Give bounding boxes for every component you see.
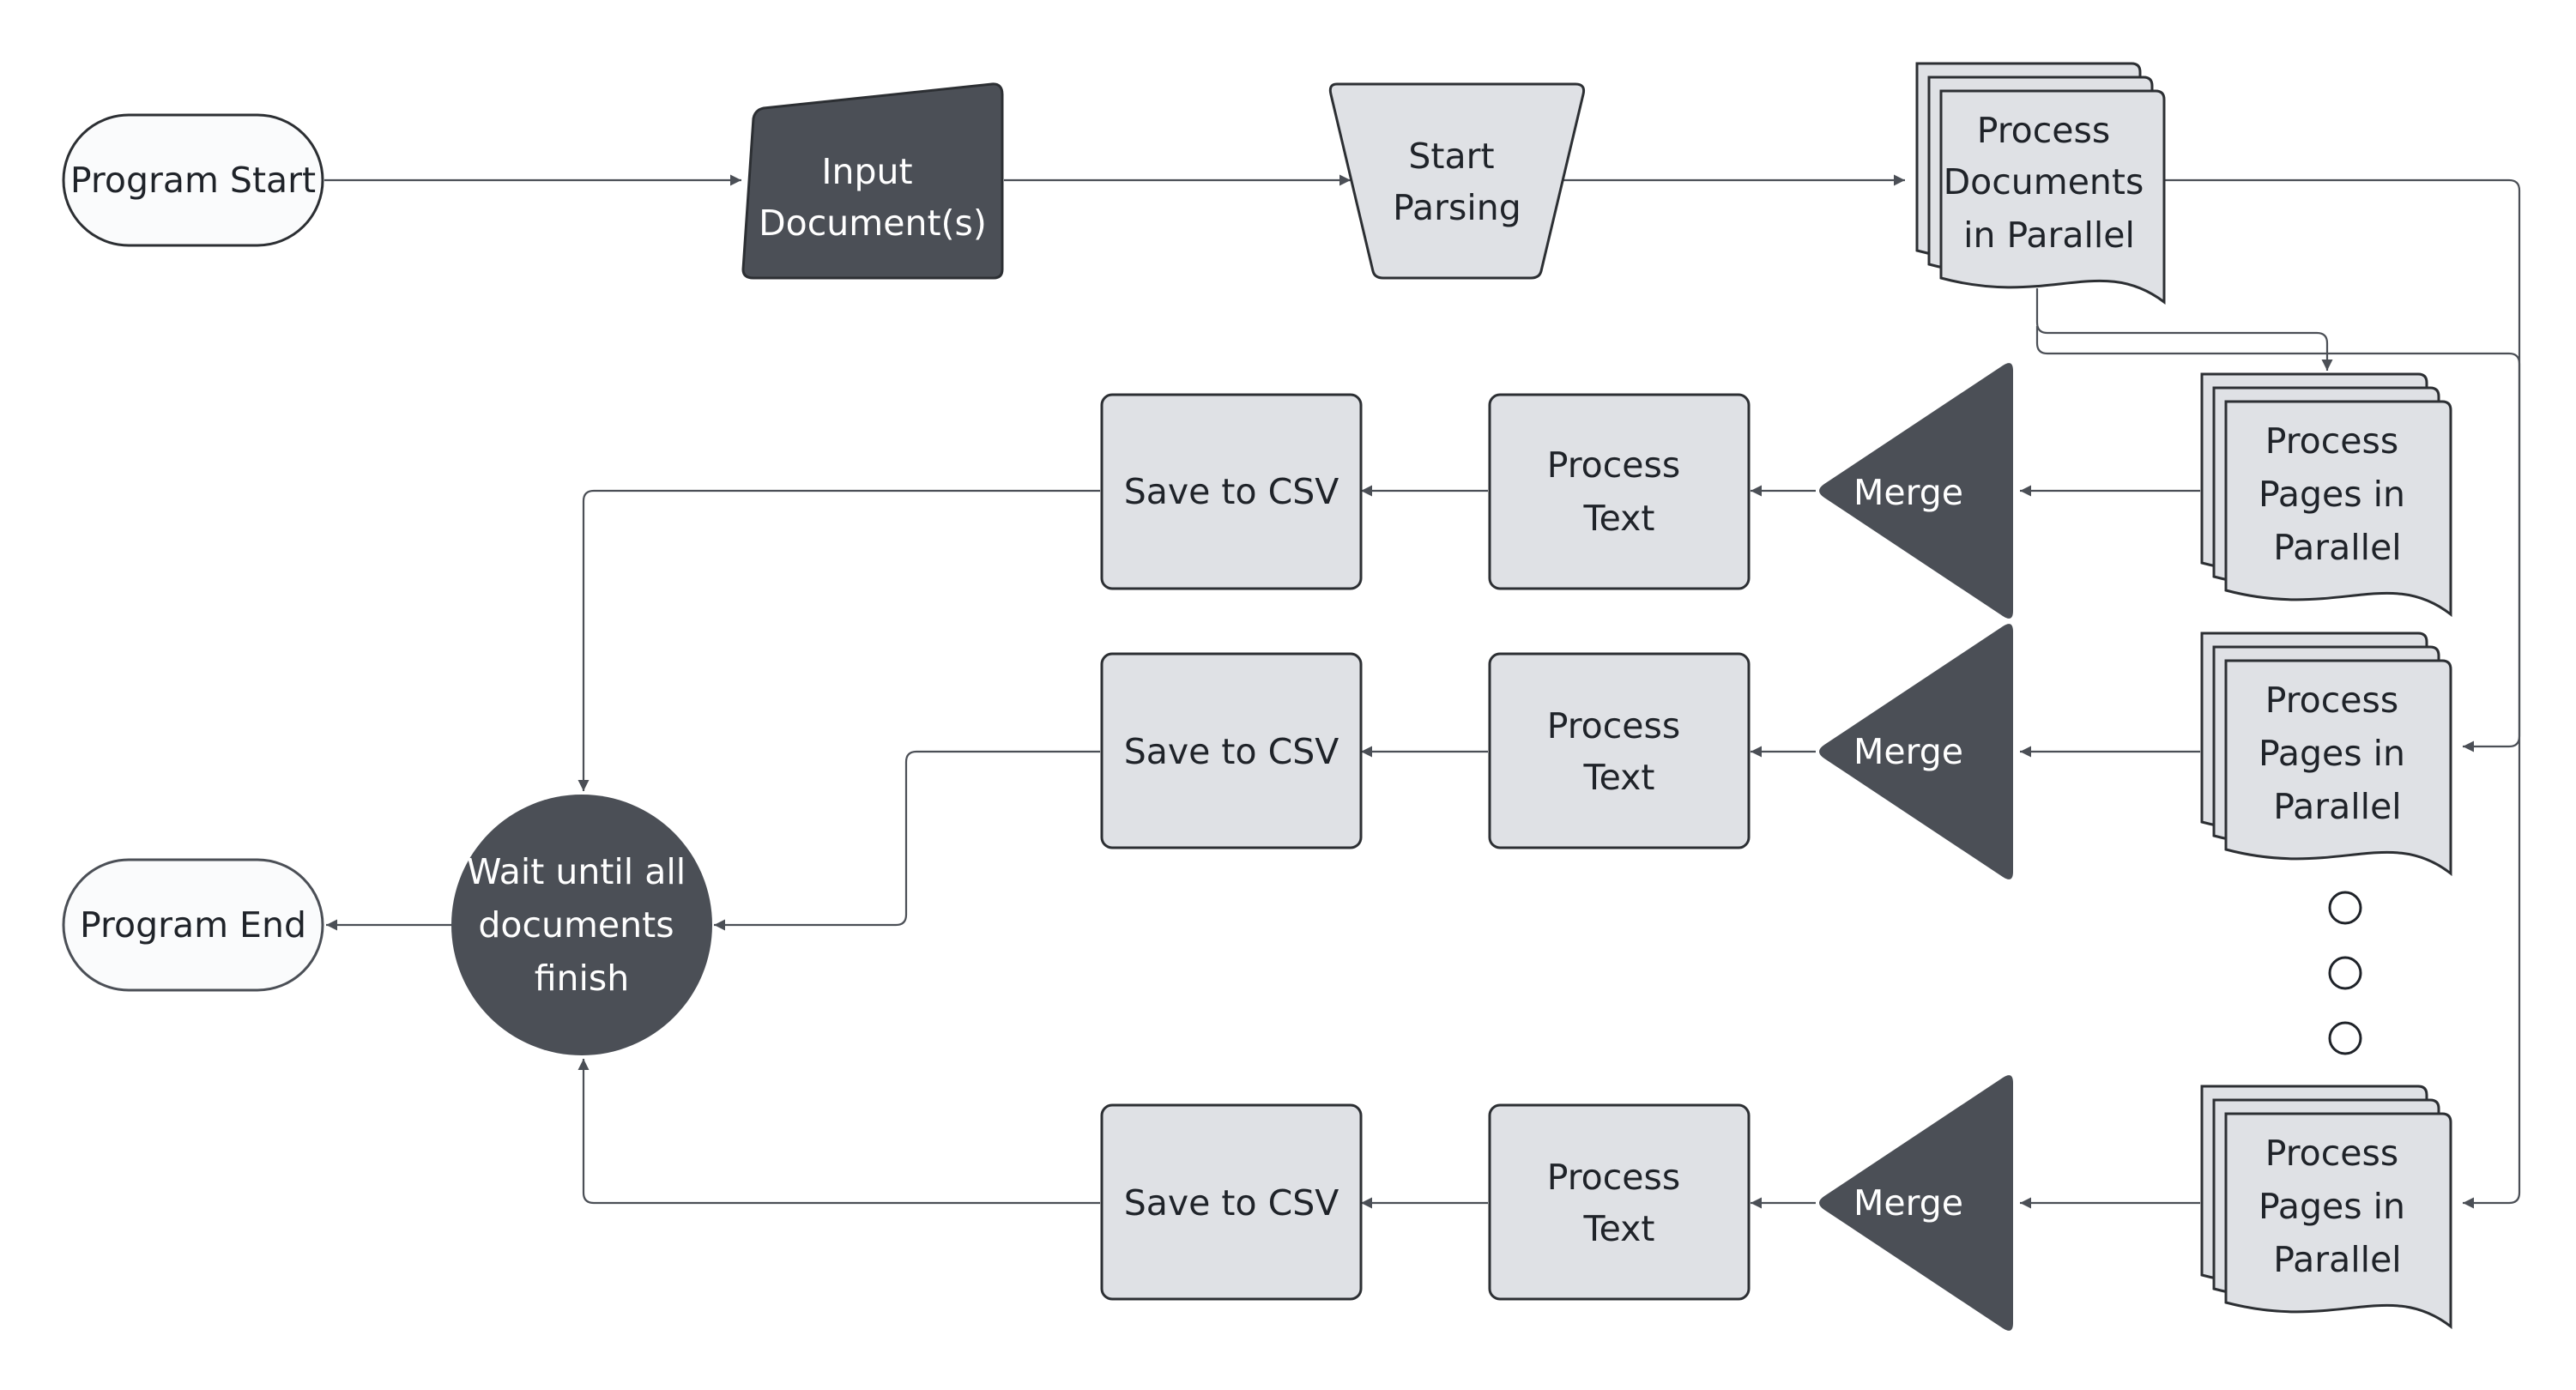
ellipsis-dot <box>2328 956 2362 990</box>
process-pages-label-2: Process Pages in Parallel <box>2259 680 2416 827</box>
edge-documents-to-pages-3 <box>2035 326 2521 1209</box>
wait-node[interactable]: Wait until all documents finish <box>451 795 712 1055</box>
save-csv-node-3[interactable]: Save to CSV <box>1100 1103 1363 1301</box>
process-text-node-2[interactable]: Process Text <box>1488 652 1751 849</box>
input-documents-node[interactable]: Input Document(s) <box>741 82 1004 280</box>
program-end-node[interactable]: Program End <box>62 858 324 992</box>
more-rows-ellipsis <box>2328 891 2362 1055</box>
merge-label-3: Merge <box>1853 1182 1963 1224</box>
merge-node-1[interactable]: Merge <box>1819 363 2013 619</box>
program-start-node[interactable]: Program Start <box>62 113 324 247</box>
program-end-label: Program End <box>80 904 306 946</box>
merge-label-1: Merge <box>1853 472 1963 513</box>
start-parsing-node[interactable]: Start Parsing <box>1328 82 1586 280</box>
program-start-label: Program Start <box>70 160 316 201</box>
process-text-label-1: Process Text <box>1547 444 1692 539</box>
input-documents-label: Input Document(s) <box>759 151 987 244</box>
process-pages-node-1[interactable]: Process Pages in Parallel <box>2200 372 2452 618</box>
process-text-label-3: Process Text <box>1547 1157 1692 1249</box>
process-documents-label: Process Documents in Parallel <box>1944 110 2156 256</box>
process-pages-node-2[interactable]: Process Pages in Parallel <box>2200 632 2452 877</box>
process-pages-label-3: Process Pages in Parallel <box>2259 1133 2416 1280</box>
process-pages-label-1: Process Pages in Parallel <box>2259 420 2416 568</box>
process-text-node-1[interactable]: Process Text <box>1488 393 1751 590</box>
edge-save-2-to-wait <box>714 750 1100 931</box>
save-csv-label-2: Save to CSV <box>1124 731 1339 772</box>
start-parsing-label: Start Parsing <box>1393 136 1521 228</box>
edge-save-1-to-wait <box>577 489 1100 791</box>
wait-label: Wait until all documents finish <box>467 851 697 999</box>
process-text-node-3[interactable]: Process Text <box>1488 1103 1751 1301</box>
merge-node-3[interactable]: Merge <box>1819 1075 2013 1331</box>
process-pages-node-3[interactable]: Process Pages in Parallel <box>2200 1085 2452 1330</box>
connectors <box>324 174 2521 1209</box>
merge-label-2: Merge <box>1853 731 1963 772</box>
edge-documents-to-pages-1 <box>2035 288 2333 371</box>
ellipsis-dot <box>2328 1021 2362 1055</box>
merge-node-2[interactable]: Merge <box>1819 624 2013 879</box>
process-text-label-2: Process Text <box>1547 705 1692 798</box>
ellipsis-dot <box>2328 891 2362 925</box>
process-documents-node[interactable]: Process Documents in Parallel <box>1915 62 2166 305</box>
save-csv-label-3: Save to CSV <box>1124 1182 1339 1224</box>
edge-save-3-to-wait <box>577 1059 1100 1205</box>
save-csv-node-1[interactable]: Save to CSV <box>1100 393 1363 590</box>
save-csv-node-2[interactable]: Save to CSV <box>1100 652 1363 849</box>
save-csv-label-1: Save to CSV <box>1124 471 1339 512</box>
